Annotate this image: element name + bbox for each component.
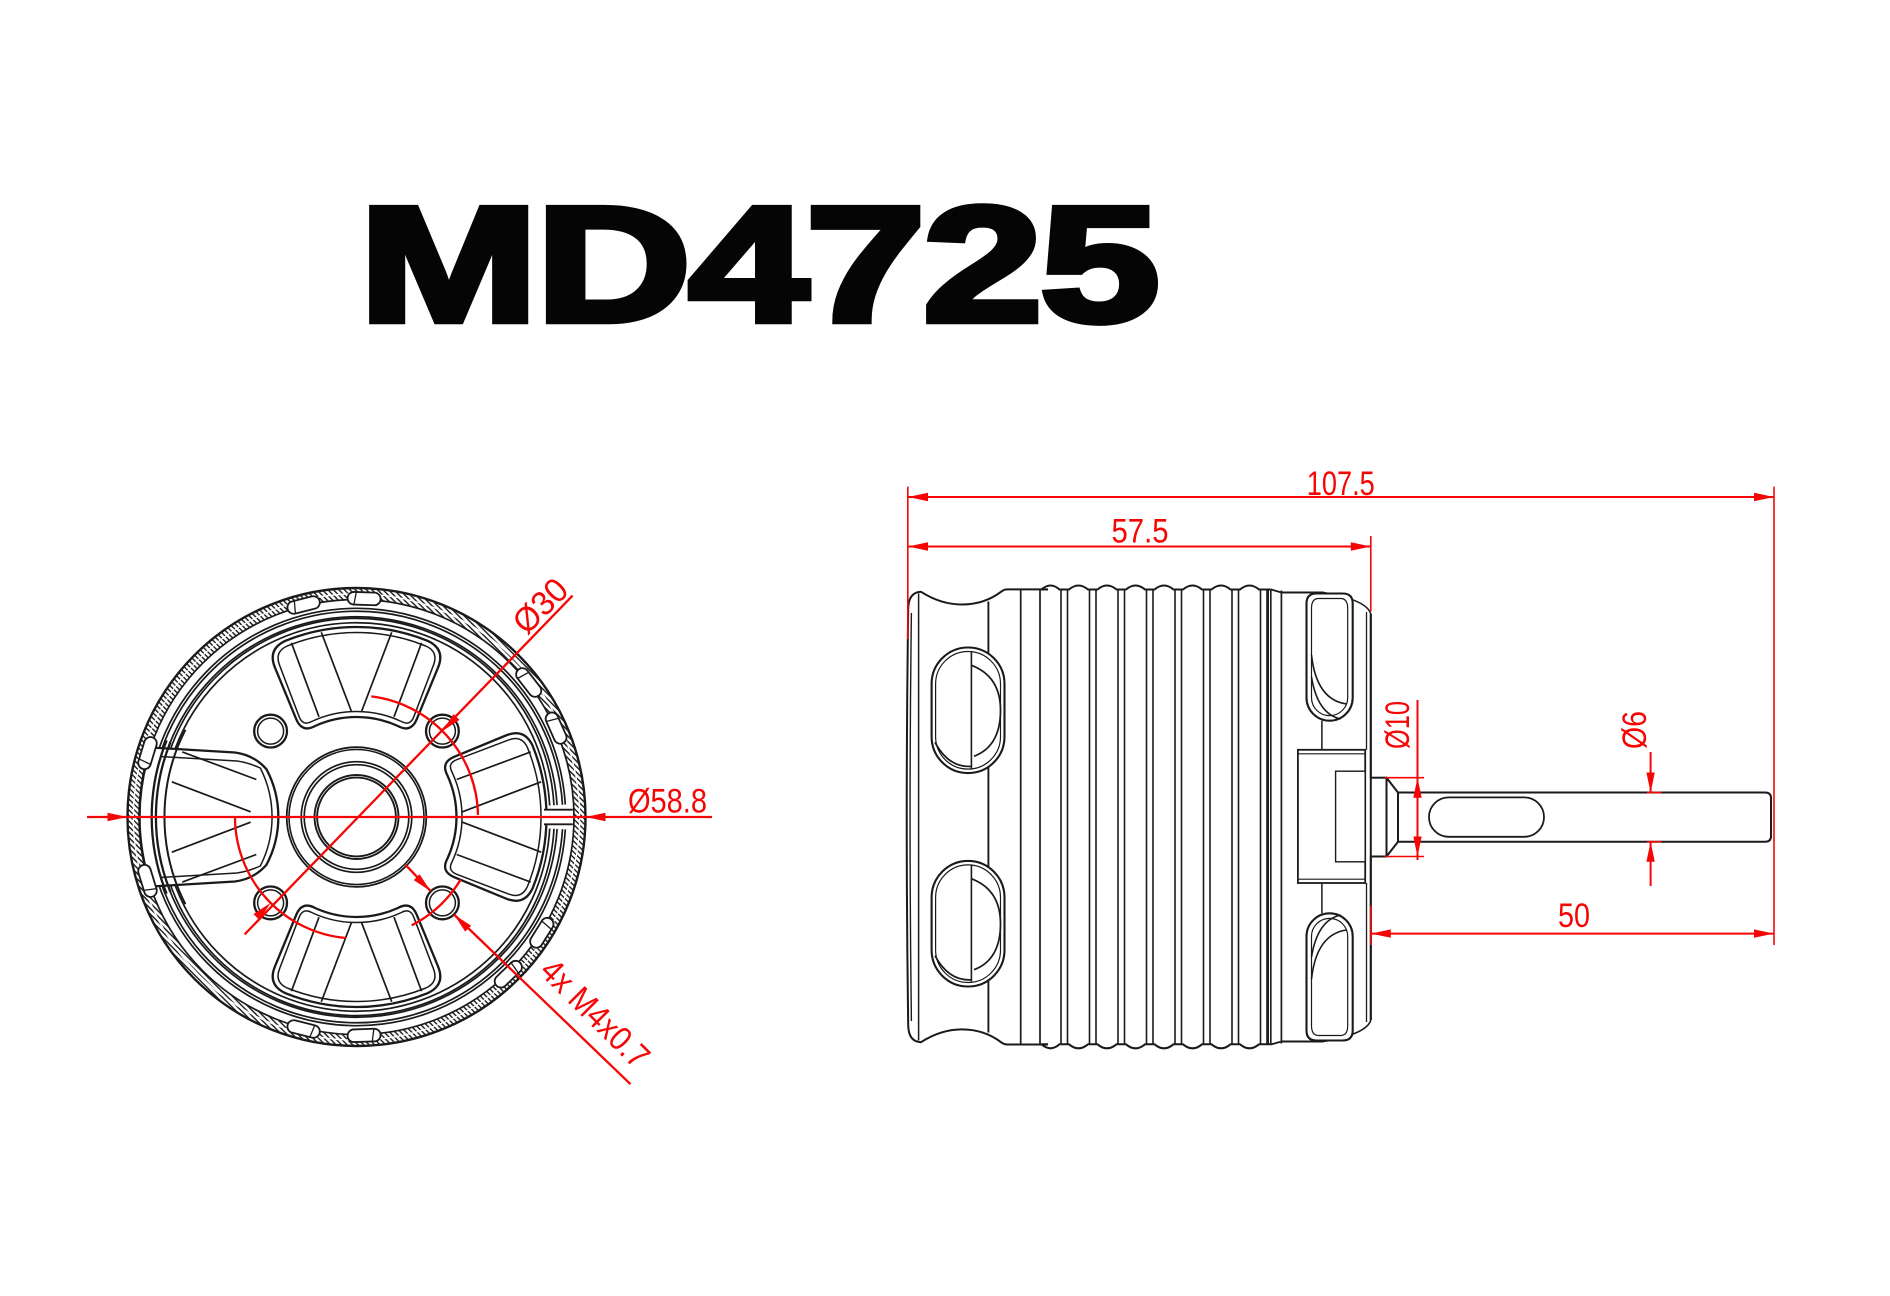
svg-text:4x M4x0.7: 4x M4x0.7: [533, 951, 657, 1075]
svg-text:Ø6: Ø6: [1616, 711, 1654, 749]
svg-text:Ø30: Ø30: [505, 571, 576, 642]
svg-text:50: 50: [1558, 897, 1590, 935]
svg-text:107.5: 107.5: [1307, 465, 1375, 503]
svg-text:Ø10: Ø10: [1379, 701, 1417, 749]
svg-text:Ø58.8: Ø58.8: [628, 783, 707, 821]
svg-text:57.5: 57.5: [1112, 513, 1169, 551]
